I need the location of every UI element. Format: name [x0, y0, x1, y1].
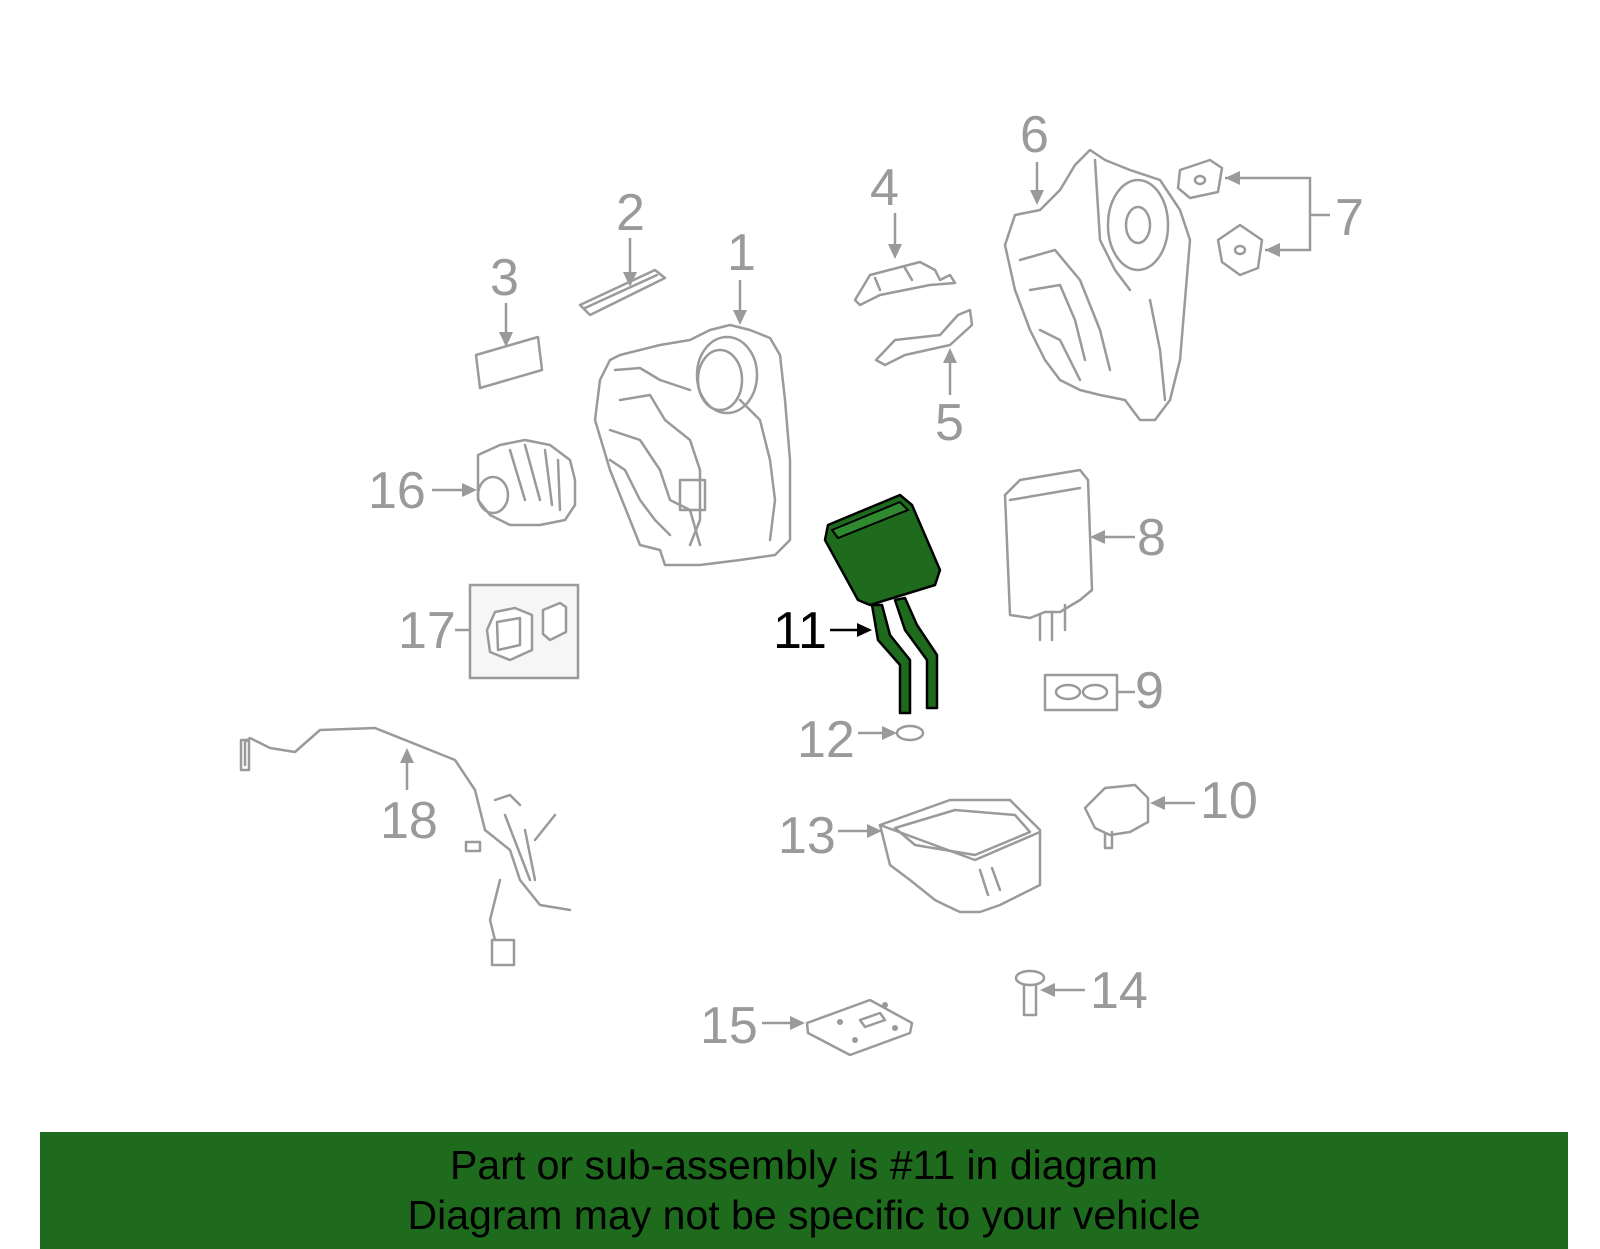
- callout-14: 14: [1090, 962, 1148, 1020]
- callout-15: 15: [700, 997, 758, 1055]
- callout-13: 13: [778, 807, 836, 865]
- callout-12: 12: [797, 711, 855, 769]
- part-14-push-pin[interactable]: [1014, 969, 1046, 1017]
- callout-10: 10: [1200, 772, 1258, 830]
- banner-line-2: Diagram may not be specific to your vehi…: [407, 1192, 1201, 1238]
- part-5-bracket[interactable]: [874, 308, 974, 367]
- part-6-upper-case[interactable]: [1003, 148, 1192, 422]
- callout-17: 17: [398, 602, 456, 660]
- part-8-evaporator[interactable]: [1003, 468, 1094, 642]
- part-7-actuators[interactable]: [1176, 158, 1264, 277]
- part-18-wire-harness[interactable]: [239, 726, 572, 967]
- banner-line-1: Part or sub-assembly is #11 in diagram: [450, 1142, 1158, 1188]
- part-12-o-ring[interactable]: [895, 724, 925, 742]
- callout-4: 4: [870, 159, 899, 217]
- part-17-blower-resistor[interactable]: [468, 583, 580, 680]
- callout-1: 1: [727, 224, 756, 282]
- part-4-bracket[interactable]: [853, 260, 957, 307]
- callout-11: 11: [773, 602, 827, 660]
- callout-6: 6: [1020, 106, 1049, 164]
- part-3-gasket[interactable]: [474, 335, 544, 390]
- part-1-hvac-case[interactable]: [593, 323, 792, 567]
- callout-16: 16: [368, 462, 426, 520]
- callout-8: 8: [1137, 509, 1166, 567]
- callout-18: 18: [380, 792, 438, 850]
- part-9-seal[interactable]: [1043, 673, 1119, 712]
- part-13-lower-case[interactable]: [878, 798, 1042, 914]
- info-banner: Part or sub-assembly is #11 in diagram D…: [40, 1132, 1568, 1249]
- part-11-heater-core[interactable]: [823, 493, 942, 715]
- part-10-sensor[interactable]: [1083, 783, 1150, 850]
- part-16-blower-motor[interactable]: [476, 438, 577, 527]
- part-15-plate[interactable]: [805, 998, 914, 1057]
- parts-diagram: 1 2 3 4 5 6: [239, 106, 1364, 1057]
- callout-5: 5: [935, 394, 964, 452]
- callout-7: 7: [1335, 189, 1364, 247]
- callout-2: 2: [616, 184, 645, 242]
- callout-9: 9: [1135, 662, 1164, 720]
- part-2-seal-strip[interactable]: [578, 268, 667, 317]
- callout-3: 3: [490, 249, 519, 307]
